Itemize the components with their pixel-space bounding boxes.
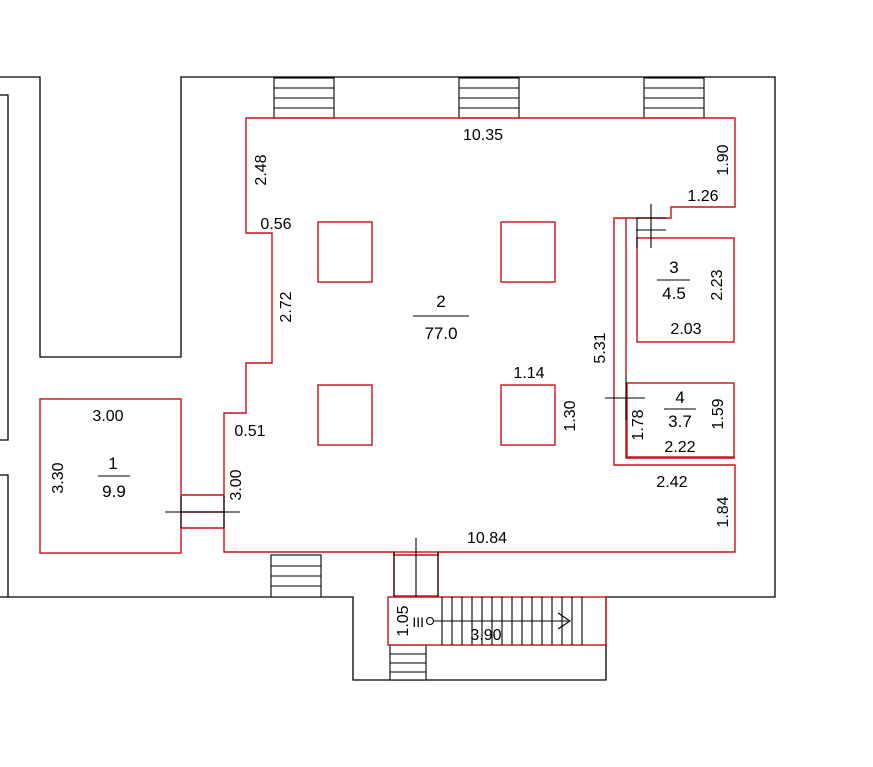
column-2 <box>500 221 556 283</box>
stair-arrow-icon <box>557 612 571 630</box>
room-4-outline <box>626 382 735 458</box>
dim-partition-height: 5.31 <box>592 332 609 363</box>
room-1-label: 1 9.9 <box>98 454 130 501</box>
window-top-3 <box>643 77 705 119</box>
room-1-number: 1 <box>108 454 117 473</box>
room-2-label: 2 77.0 <box>413 292 469 343</box>
column-3 <box>317 384 373 446</box>
dim-room4-width: 2.22 <box>664 439 695 456</box>
stair-room-outline <box>387 596 607 646</box>
dim-room2-left-low: 3.00 <box>228 469 245 500</box>
room-3-label: 3 4.5 <box>657 258 690 303</box>
door-room1 <box>165 494 240 529</box>
dim-room2-step2: 0.51 <box>234 423 265 440</box>
outer-walls <box>0 76 776 681</box>
dim-room2-left-top: 2.48 <box>253 154 270 185</box>
room-4-label: 4 3.7 <box>664 388 696 431</box>
stair-mark: III <box>412 614 424 630</box>
left-edge-wall <box>0 94 9 441</box>
dim-room2-bottom: 10.84 <box>467 530 507 547</box>
dim-room2-right-top: 1.90 <box>715 144 732 175</box>
dim-column-height: 1.30 <box>562 400 579 431</box>
dim-room3-height: 2.23 <box>709 269 726 300</box>
room-1-outline <box>39 398 182 554</box>
column-1 <box>317 221 373 283</box>
dim-stair-length: 3.90 <box>470 627 501 644</box>
dim-stair-height: 1.05 <box>395 605 412 636</box>
window-top-2 <box>458 77 520 119</box>
dim-room1-width: 3.00 <box>92 408 123 425</box>
column-4 <box>500 384 556 446</box>
dim-column-width: 1.14 <box>513 365 544 382</box>
stair-start-marker <box>425 616 435 626</box>
room-3-area: 4.5 <box>662 284 686 303</box>
dim-room2-step1: 0.56 <box>260 216 291 233</box>
door-room3 <box>636 204 666 248</box>
room-2-number: 2 <box>436 292 445 311</box>
window-bottom <box>270 554 322 598</box>
room-4-number: 4 <box>675 388 684 407</box>
room-2-area: 77.0 <box>424 324 457 343</box>
dim-room2-notch: 1.26 <box>687 188 718 205</box>
room-4-area: 3.7 <box>668 412 692 431</box>
window-stair <box>389 644 427 681</box>
dim-partition-width: 2.42 <box>656 474 687 491</box>
left-lower-edge <box>0 474 9 597</box>
room-1-area: 9.9 <box>102 482 126 501</box>
stair-steps <box>425 597 583 645</box>
room-3-number: 3 <box>669 258 678 277</box>
dim-room2-top: 10.35 <box>463 127 503 144</box>
dim-room1-height: 3.30 <box>50 462 67 493</box>
door-room4 <box>605 375 645 420</box>
dim-room3-width: 2.03 <box>670 321 701 338</box>
dim-room4-right: 1.59 <box>710 398 727 429</box>
dim-room4-left: 1.78 <box>630 409 647 440</box>
window-top-1 <box>273 77 335 119</box>
dim-room2-left-mid: 2.72 <box>278 291 295 322</box>
room-3-outline <box>636 237 735 343</box>
left-wing-wall <box>0 76 776 681</box>
dim-room2-right-low: 1.84 <box>715 496 732 527</box>
